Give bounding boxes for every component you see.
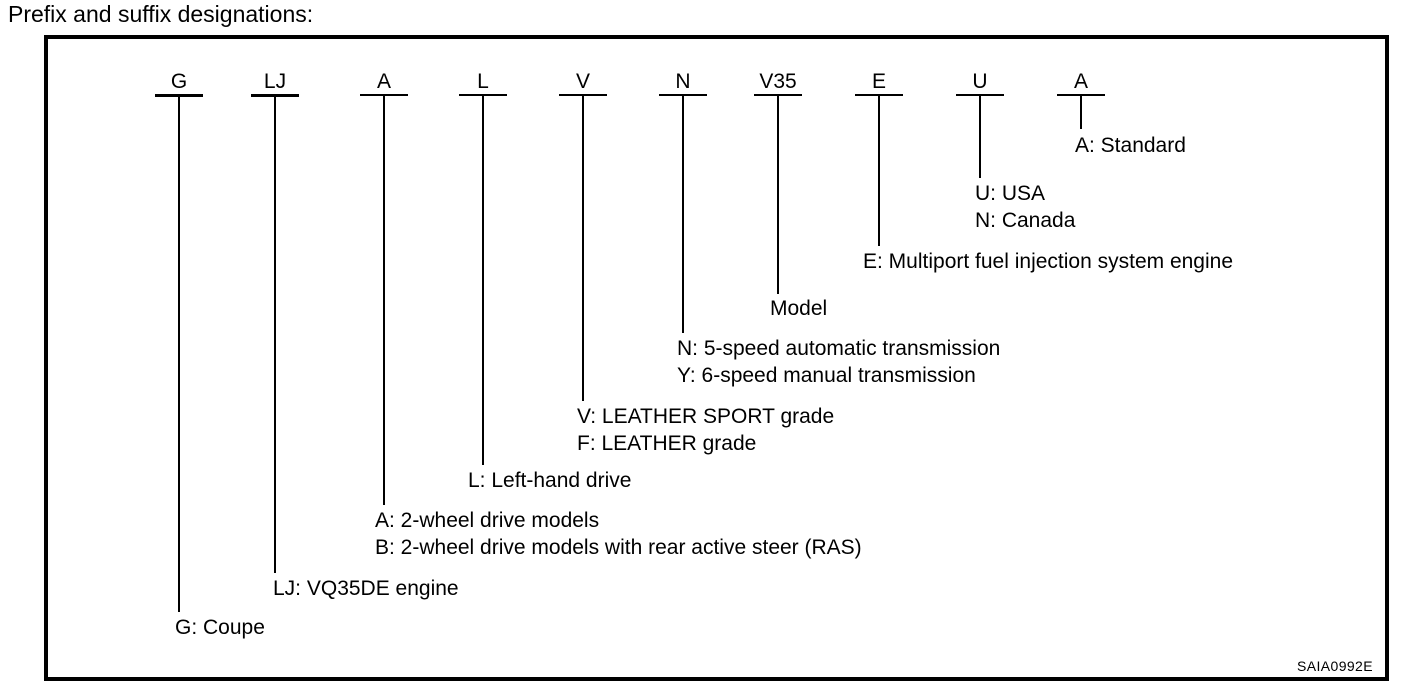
code-letter-n: N (675, 70, 691, 93)
connector-line-l (482, 96, 484, 465)
label-grade: V: LEATHER SPORT grade F: LEATHER grade (577, 403, 834, 457)
code-tick-l (459, 94, 507, 96)
connector-line-v (582, 96, 584, 401)
code-letter-v35: V35 (759, 70, 797, 93)
label-line: LJ: VQ35DE engine (273, 577, 459, 600)
label-line: V: LEATHER SPORT grade (577, 405, 835, 428)
label-line: Model (770, 297, 828, 320)
label-left-hand-drive: L: Left-hand drive (468, 467, 631, 494)
label-line: E: Multiport fuel injection system engin… (863, 250, 1234, 273)
connector-line-v35 (777, 96, 779, 294)
code-letter-lj: LJ (263, 70, 287, 93)
label-transmission: N: 5-speed automatic transmission Y: 6-s… (677, 335, 1000, 389)
label-coupe: G: Coupe (175, 614, 265, 641)
label-line: F: LEATHER grade (577, 432, 757, 455)
connector-line-a-standard (1080, 96, 1082, 129)
code-tick-v (559, 94, 607, 96)
label-line: B: 2-wheel drive models with rear active… (375, 536, 862, 559)
figure-code: SAIA0992E (1297, 658, 1373, 674)
code-letter-l: L (477, 70, 489, 93)
label-line: U: USA (975, 182, 1046, 205)
figure-box (44, 35, 1389, 681)
label-standard: A: Standard (1075, 132, 1186, 159)
connector-line-u (979, 96, 981, 178)
code-tick-lj (251, 94, 299, 97)
page-title: Prefix and suffix designations: (8, 1, 314, 27)
code-letter-a-drive: A (376, 70, 391, 93)
label-model: Model (770, 295, 827, 322)
label-line: N: 5-speed automatic transmission (677, 337, 1001, 360)
connector-line-a-drive (383, 96, 385, 505)
code-letter-u: U (972, 70, 988, 93)
code-letter-v: V (575, 70, 590, 93)
code-letter-a-standard: A (1073, 70, 1088, 93)
code-tick-a-drive (360, 94, 408, 96)
label-destination: U: USA N: Canada (975, 180, 1075, 234)
label-line: A: 2-wheel drive models (375, 509, 600, 532)
code-letter-g: G (170, 70, 188, 93)
label-line: N: Canada (975, 209, 1076, 232)
label-fuel-injection: E: Multiport fuel injection system engin… (863, 248, 1233, 275)
code-letter-e: E (871, 70, 886, 93)
code-tick-u (956, 94, 1004, 96)
label-line: A: Standard (1075, 134, 1186, 157)
code-tick-e (855, 94, 903, 96)
label-line: G: Coupe (175, 616, 265, 639)
connector-line-g (178, 96, 180, 612)
connector-line-n (682, 96, 684, 333)
code-tick-a-standard (1057, 94, 1105, 96)
code-tick-g (155, 94, 203, 97)
label-line: L: Left-hand drive (468, 469, 632, 492)
label-drive-models: A: 2-wheel drive models B: 2-wheel drive… (375, 507, 862, 561)
connector-line-lj (274, 96, 276, 573)
label-engine: LJ: VQ35DE engine (273, 575, 459, 602)
label-line: Y: 6-speed manual transmission (677, 364, 976, 387)
code-tick-v35 (754, 94, 802, 96)
connector-line-e (878, 96, 880, 246)
code-tick-n (659, 94, 707, 96)
